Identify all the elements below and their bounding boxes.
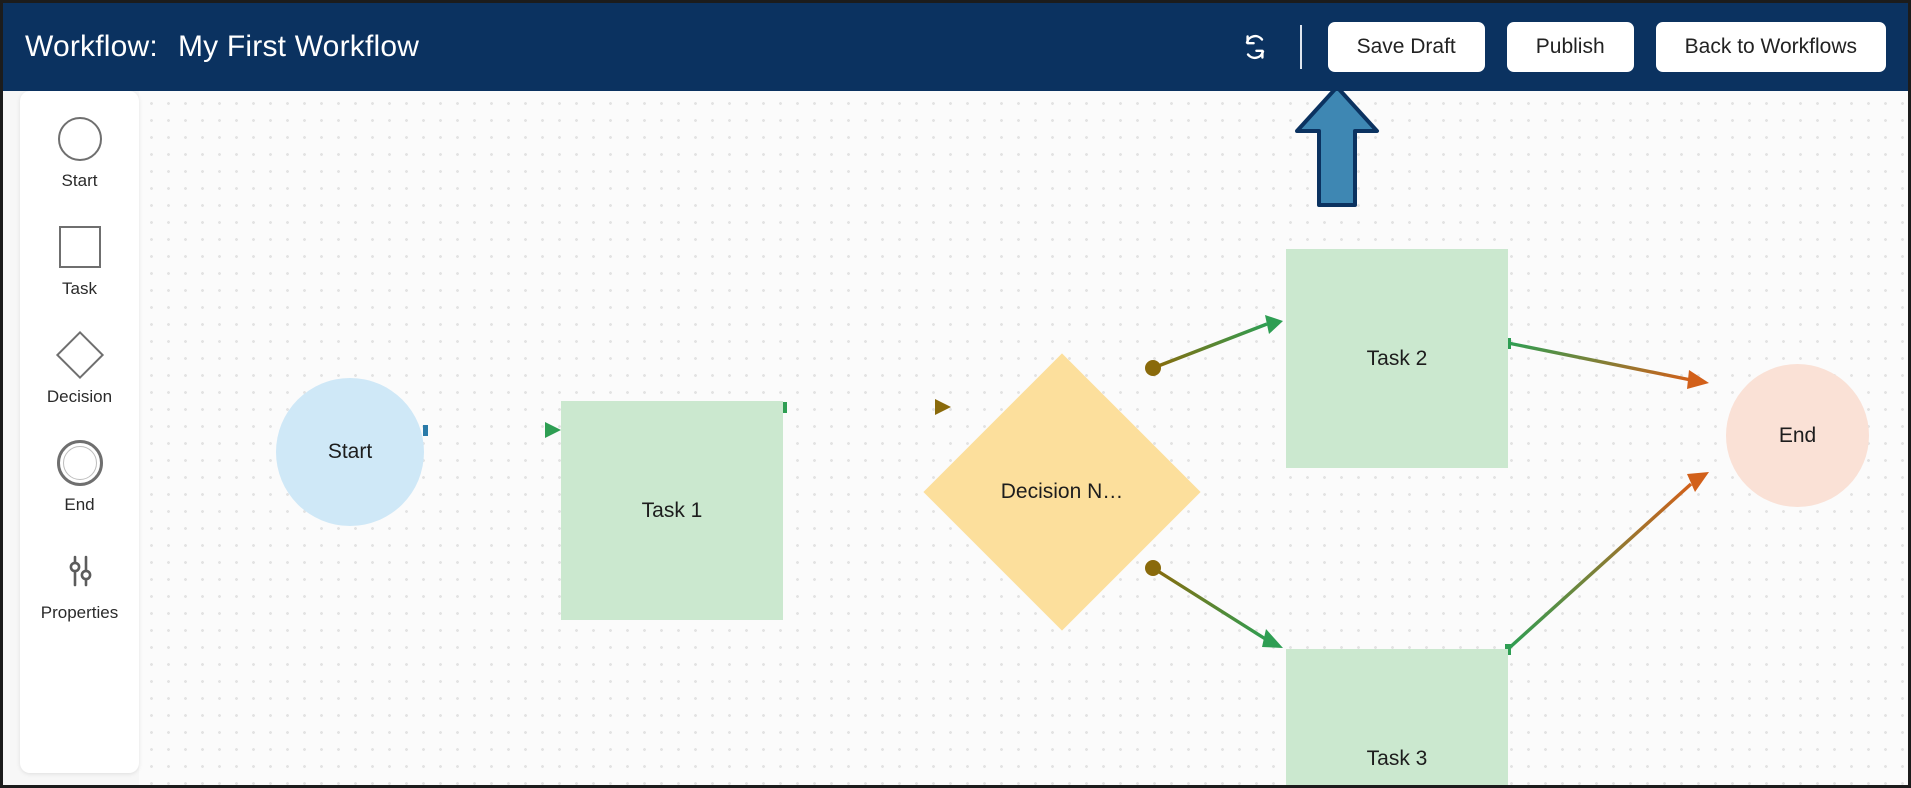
sliders-icon (60, 545, 100, 597)
save-draft-button[interactable]: Save Draft (1327, 22, 1485, 72)
workflow-canvas[interactable]: Start Task Decision End (3, 91, 1908, 785)
edge-task2-end (1505, 338, 1709, 389)
node-end[interactable]: End (1726, 364, 1869, 507)
header-actions: Save Draft Publish Back to Workflows (1232, 3, 1886, 91)
palette-item-properties[interactable]: Properties (20, 545, 139, 623)
diamond-outline-icon (55, 329, 104, 381)
double-circle-outline-icon (56, 437, 103, 489)
palette-item-task[interactable]: Task (20, 221, 139, 299)
palette-item-label: Task (62, 279, 97, 298)
palette-item-start[interactable]: Start (20, 113, 139, 191)
palette-item-label: Start (61, 171, 98, 190)
node-label: Start (327, 440, 373, 463)
node-label: Task 2 (1366, 346, 1428, 370)
workflow-name: My First Workflow (177, 30, 420, 63)
node-label: Decision N… (1000, 480, 1124, 503)
node-task3[interactable]: Task 3 (1286, 649, 1508, 785)
edge-task1-decision (782, 399, 951, 415)
up-arrow-annotation-icon (1291, 91, 1383, 214)
palette-item-end[interactable]: End (20, 437, 139, 515)
back-to-workflows-button[interactable]: Back to Workflows (1655, 22, 1886, 72)
edge-decision-task3 (1145, 560, 1283, 648)
page-title: Workflow: My First Workflow (25, 30, 419, 64)
node-task1[interactable]: Task 1 (561, 401, 783, 620)
node-label: Task 1 (641, 498, 703, 522)
edge-task3-end (1505, 472, 1709, 655)
toolbar-divider (1299, 25, 1302, 69)
workflow-label: Workflow: (25, 30, 158, 63)
edge-decision-task2 (1145, 315, 1283, 376)
square-outline-icon (58, 221, 101, 273)
node-label: End (1778, 423, 1817, 447)
app-header: Workflow: My First Workflow Save Draft P… (3, 3, 1908, 91)
node-task2[interactable]: Task 2 (1286, 249, 1508, 468)
palette-item-label: End (64, 495, 95, 514)
palette-item-label: Decision (46, 387, 113, 406)
undo-redo-icon[interactable] (1232, 24, 1278, 70)
node-label: Task 3 (1366, 746, 1428, 770)
palette-item-decision[interactable]: Decision (20, 329, 139, 407)
node-palette: Start Task Decision End (20, 91, 139, 773)
circle-outline-icon (57, 113, 102, 165)
node-start[interactable]: Start (276, 378, 424, 526)
node-decision[interactable]: Decision N… (923, 353, 1201, 631)
publish-button[interactable]: Publish (1506, 22, 1634, 72)
edge-start-task1 (423, 422, 561, 438)
palette-item-label: Properties (40, 603, 119, 622)
